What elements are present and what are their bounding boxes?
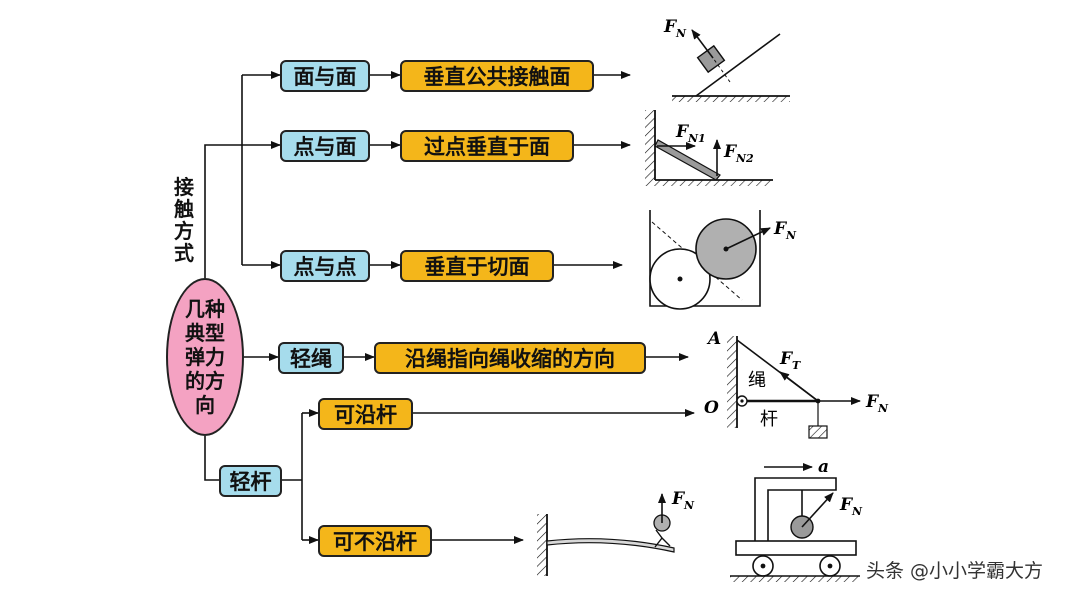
label-plane-force: F <box>663 17 678 37</box>
figure-rope-rod: A O F T F N 绳 杆 <box>704 329 889 439</box>
label-rod: 杆 <box>760 409 778 430</box>
direction-point-face: 过点垂直于面 <box>400 130 574 162</box>
label-rod-force-sub: N <box>877 402 889 415</box>
label-spheres-force: F <box>773 219 788 239</box>
label-diver-sub: N <box>683 499 695 512</box>
figure-spheres: F N <box>649 210 797 310</box>
rod-not-along: 可不沿杆 <box>318 525 432 557</box>
type-point-point: 点与点 <box>280 250 370 282</box>
label-rope-force-sub: T <box>792 359 801 372</box>
figure-wall-rod: F N1 F N2 <box>645 110 773 186</box>
label-spheres-sub: N <box>785 229 797 242</box>
label-wall-f2: F <box>723 142 738 162</box>
figure-incline: F N <box>663 17 790 102</box>
root-node: 几种典型弹力的方向 <box>166 278 244 436</box>
label-cart-force: F <box>839 495 854 515</box>
label-wall-f1: F <box>675 122 690 142</box>
direction-point-point: 垂直于切面 <box>400 250 554 282</box>
rod-along: 可沿杆 <box>318 398 413 430</box>
type-light-rod: 轻杆 <box>219 465 282 497</box>
label-rope-force: F <box>779 349 794 369</box>
label-point-o: O <box>704 398 719 418</box>
label-accel: a <box>818 457 829 477</box>
watermark: 头条 @小小学霸大方 <box>866 560 1044 582</box>
tree-connectors <box>204 71 695 544</box>
root-label: 几种典型弹力的方向 <box>185 297 225 417</box>
label-point-a: A <box>706 329 721 349</box>
label-wall-f2-sub: N2 <box>735 152 754 165</box>
type-light-rope: 轻绳 <box>278 342 344 374</box>
label-wall-f1-sub: N1 <box>687 132 706 145</box>
label-diver-force: F <box>671 489 686 509</box>
figure-cart: a F N <box>730 457 863 582</box>
label-rod-force: F <box>865 392 880 412</box>
label-cart-sub: N <box>851 505 863 518</box>
type-face-face: 面与面 <box>280 60 370 92</box>
figure-diver: F N <box>537 489 695 576</box>
label-plane-sub: N <box>675 27 687 40</box>
direction-light-rope: 沿绳指向绳收缩的方向 <box>374 342 646 374</box>
label-rope: 绳 <box>748 370 766 391</box>
type-point-face: 点与面 <box>280 130 370 162</box>
contact-group-label: 接触方式 <box>174 175 194 265</box>
direction-face-face: 垂直公共接触面 <box>400 60 594 92</box>
